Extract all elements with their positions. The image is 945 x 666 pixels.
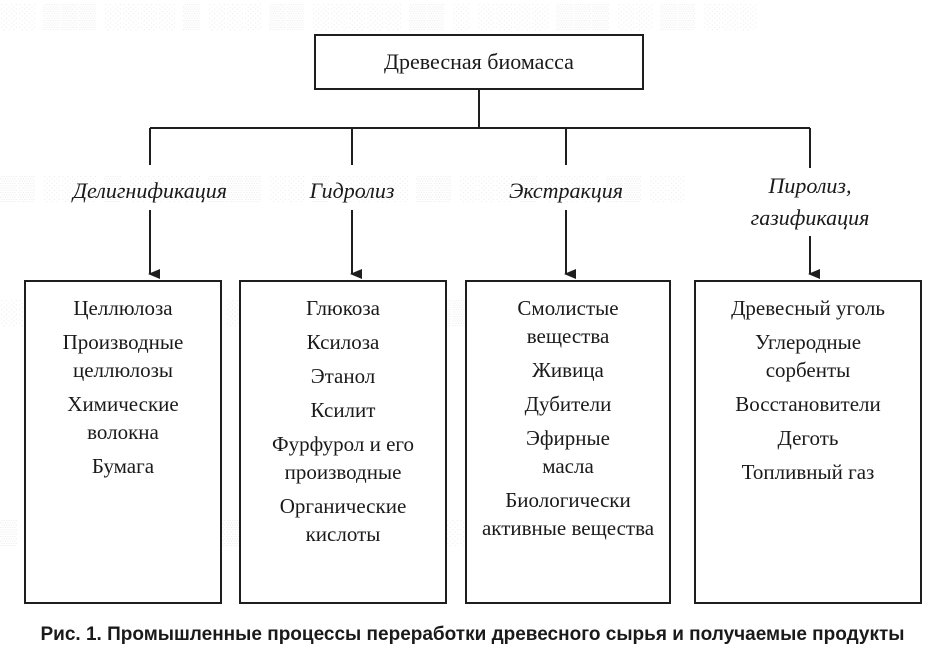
product-item: Производные целлюлозы [26,328,220,384]
product-item-label: Биологически активные вещества [481,488,655,540]
product-item-label: Углеродные сорбенты [754,330,862,382]
product-item: Целлюлоза [73,296,173,320]
process-name: Пиролиз, газификация [750,173,870,230]
product-item-label: Эфирные масла [526,426,610,478]
product-item-label: Органические кислоты [279,494,407,546]
process-name: Гидролиз [309,178,395,203]
product-item-label: Производные целлюлозы [62,330,184,382]
product-item: Живица [532,358,604,382]
product-item: Этанол [310,364,376,388]
products-box-extraction: Смолистые вещества Живица Дубители Эфирн… [465,280,671,604]
product-item: Биологически активные вещества [478,486,658,542]
product-item: Химические волокна [48,390,198,446]
product-item-label: Фурфурол и его производные [271,432,415,484]
process-label-pyrolysis: Пиролиз, газификация [720,170,900,234]
product-item: Фурфурол и его производные [268,430,418,486]
product-item-label: Смолистые вещества [517,296,619,348]
root-node: Древесная биомасса [314,34,644,90]
product-item: Органические кислоты [258,492,428,548]
products-box-pyrolysis: Древесный уголь Углеродные сорбенты Восс… [694,280,922,604]
show-through-text: ░░ ▒▒▒ ░░░░ ▒ ░░░ ▒▒ ░░░░░ ▒▒ ░ ░░░░ ▒▒▒… [0,4,758,30]
products-box-delignification: Целлюлоза Производные целлюлозы Химическ… [24,280,222,604]
product-item: Глюкоза [306,296,380,320]
process-label-hydrolysis: Гидролиз [262,176,442,206]
product-item: Ксилоза [306,330,380,354]
show-through-text: ▒▒ ░░░ ▒ ░░░░ ▒▒▒ ░░ ▒ ░░░░ ▒▒ ░░░ ▒ ░░░… [0,176,686,202]
product-item: Бумага [91,454,155,478]
product-item: Деготь [777,426,839,450]
products-box-hydrolysis: Глюкоза Ксилоза Этанол Ксилит Фурфурол и… [239,280,447,604]
product-item: Углеродные сорбенты [733,328,883,384]
product-item: Топливный газ [741,460,875,484]
process-label-delignification: Делигнификация [40,176,260,206]
product-item: Древесный уголь [731,296,885,320]
product-item: Дубители [524,392,612,416]
process-label-extraction: Экстракция [476,176,656,206]
figure-caption: Рис. 1. Промышленные процессы переработк… [40,624,905,645]
root-label: Древесная биомасса [384,49,574,74]
process-name: Делигнификация [73,178,227,203]
process-name: Экстракция [508,178,624,203]
product-item: Эфирные масла [508,424,628,480]
product-item: Смолистые вещества [493,294,643,350]
product-item: Восстановители [735,392,881,416]
product-item: Ксилит [310,398,376,422]
product-item-label: Химические волокна [67,392,179,444]
